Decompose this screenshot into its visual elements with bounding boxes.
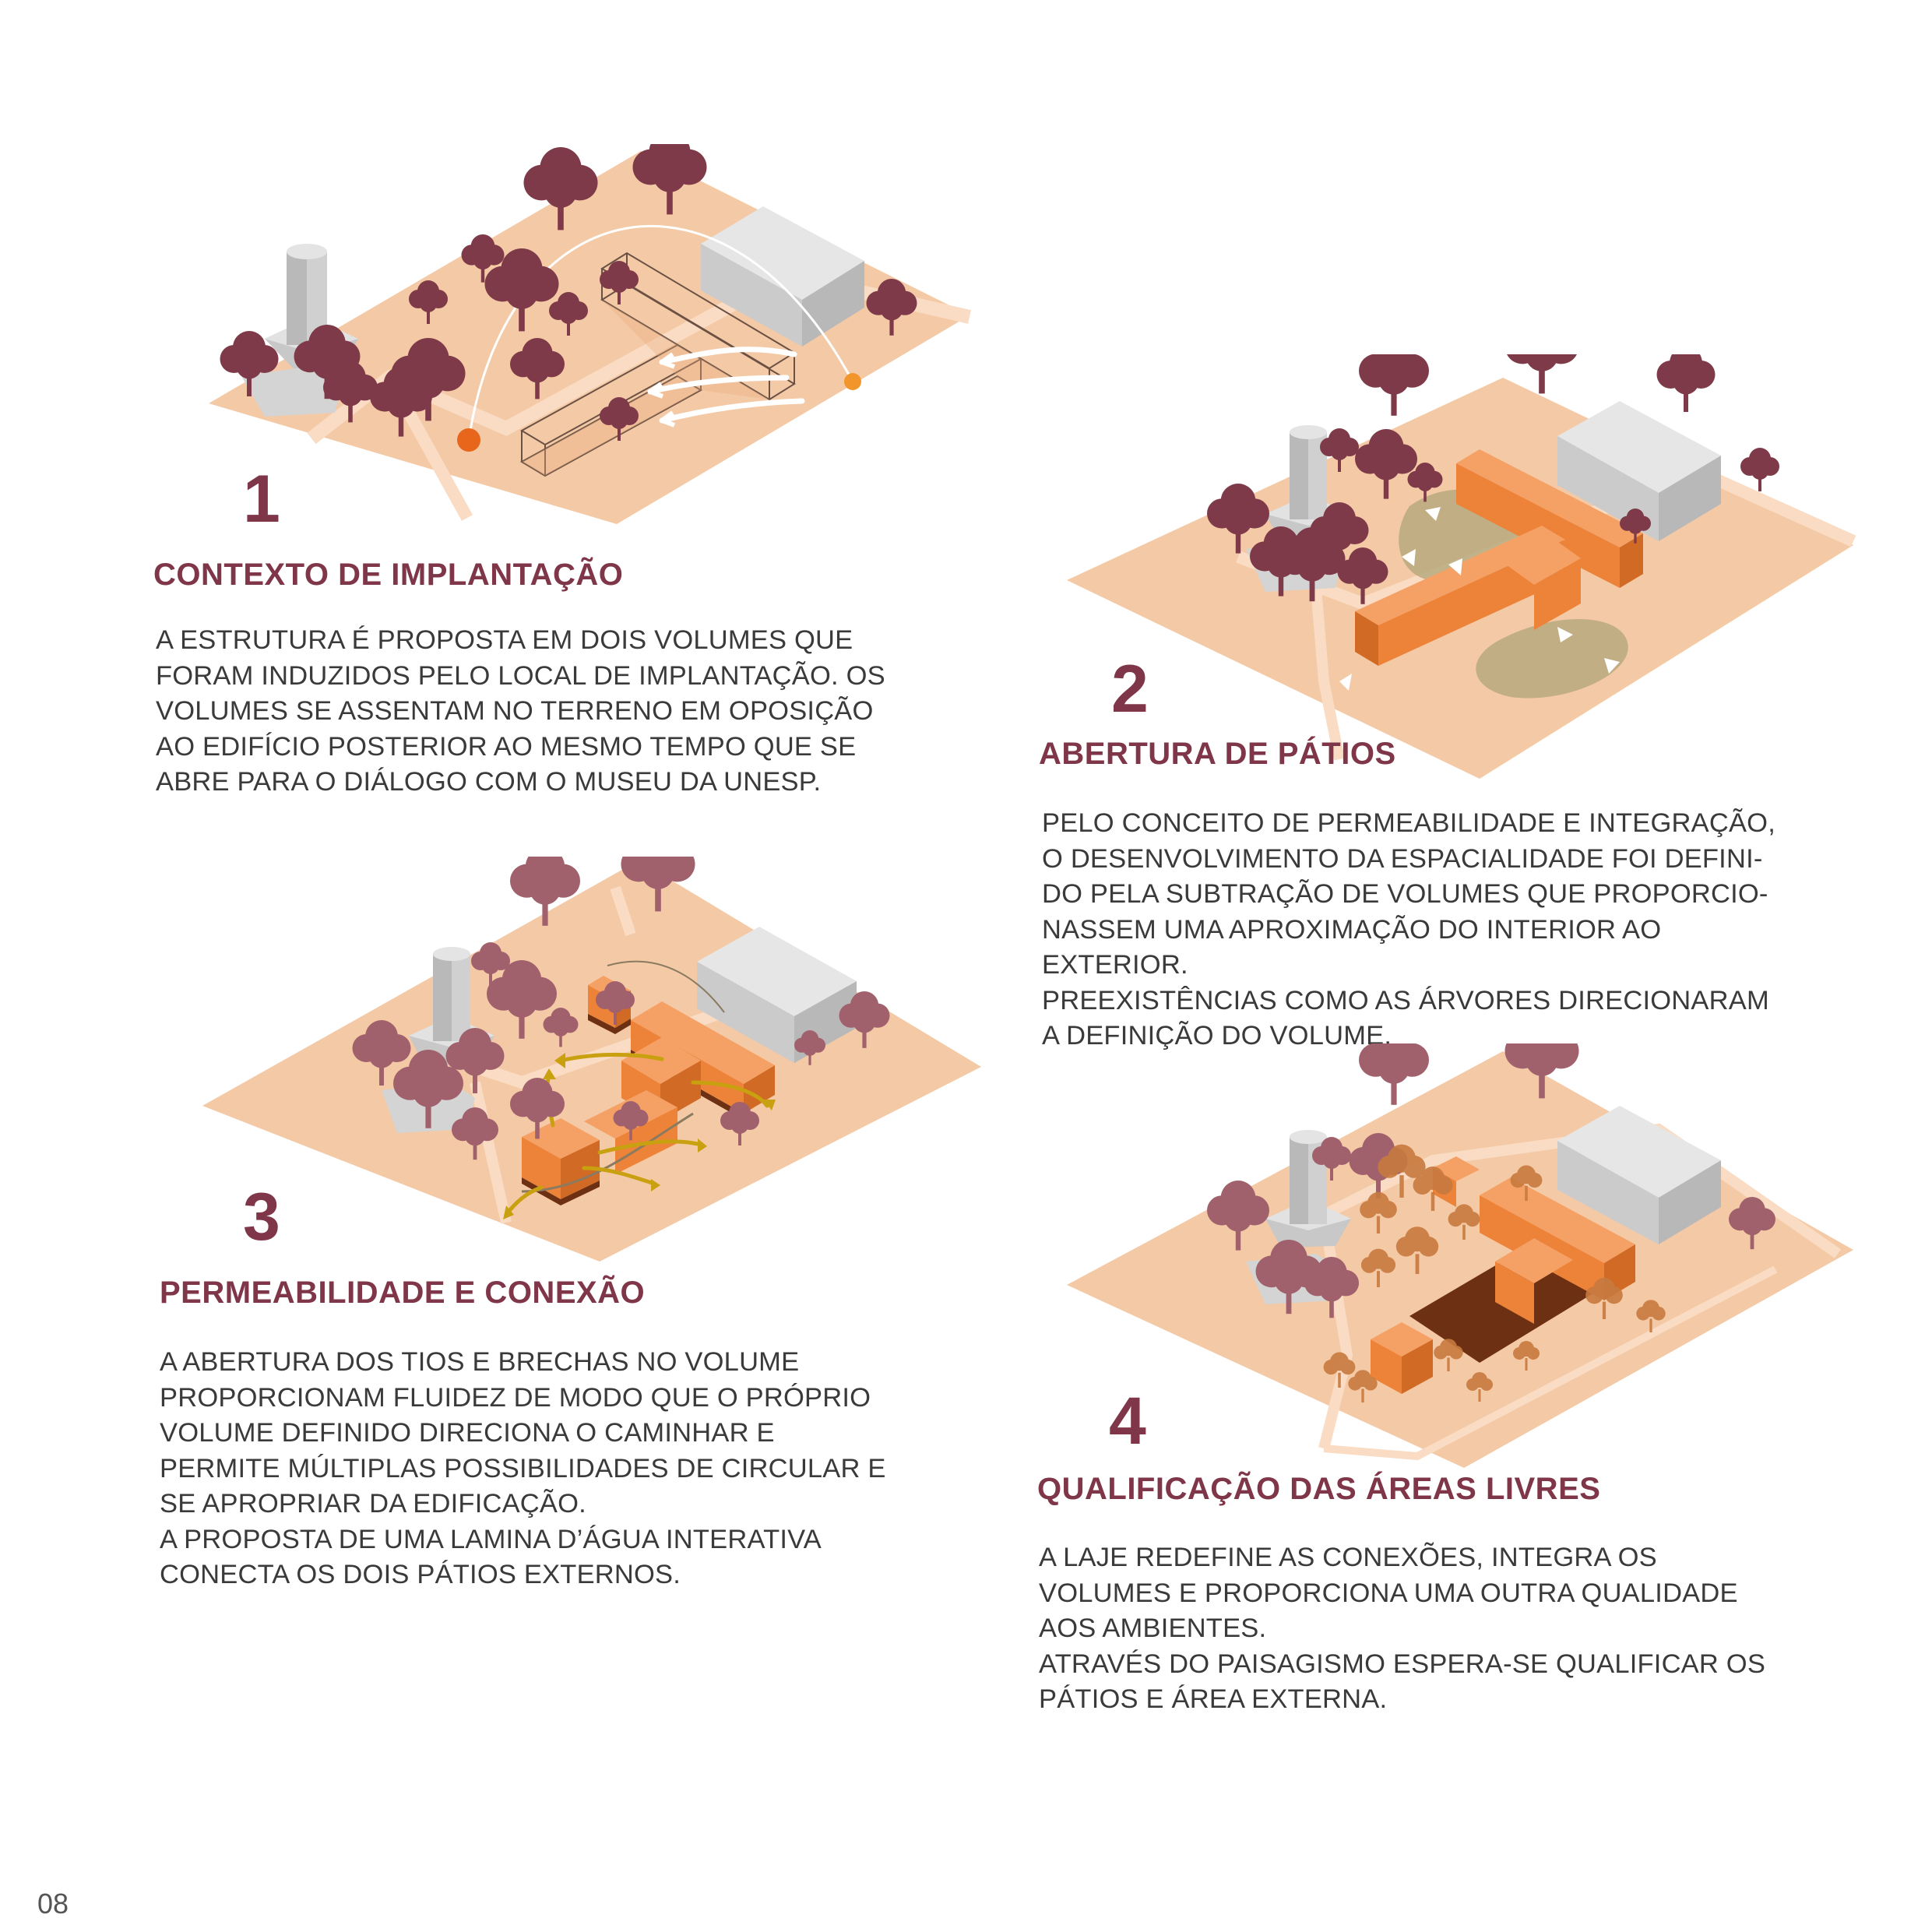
step-1-line: A ESTRUTURA É PROPOSTA EM DOIS VOLUMES Q… (156, 625, 853, 655)
step-4-line: PÁTIOS E ÁREA EXTERNA. (1039, 1684, 1388, 1714)
step-1-line: FORAM INDUZIDOS PELO LOCAL DE IMPLANTAÇÃ… (156, 660, 885, 691)
step-2-description: PELO CONCEITO DE PERMEABILIDADE E INTEGR… (1042, 806, 1775, 1054)
step-1-title: CONTEXTO DE IMPLANTAÇÃO (153, 558, 624, 592)
step-3-line: VOLUME DEFINIDO DIRECIONA O CAMINHAR E (160, 1418, 775, 1448)
step-3-line: PERMITE MÚLTIPLAS POSSIBILIDADES DE CIRC… (160, 1453, 886, 1483)
diagram-3-permeabilidade (202, 857, 981, 1262)
step-2-line: O DESENVOLVIMENTO DA ESPACIALIDADE FOI D… (1042, 843, 1763, 874)
marker-building (844, 373, 861, 390)
step-1-line: ABRE PARA O DIÁLOGO COM O MUSEU DA UNESP… (156, 767, 822, 797)
flow-arrows (647, 347, 805, 424)
step-3-line: PROPORCIONAM FLUIDEZ DE MODO QUE O PRÓPR… (160, 1382, 871, 1413)
diagram-4-areas-livres (1067, 1043, 1853, 1468)
step-4-title: QUALIFICAÇÃO DAS ÁREAS LIVRES (1037, 1472, 1601, 1506)
patio-2 (1476, 619, 1628, 699)
step-2-title: ABERTURA DE PÁTIOS (1039, 737, 1396, 771)
step-3-line: CONECTA OS DOIS PÁTIOS EXTERNOS. (160, 1560, 681, 1589)
diagram-1-contexto (209, 144, 972, 524)
visual-axis-arc (467, 224, 854, 441)
step-3-title: PERMEABILIDADE E CONEXÃO (160, 1276, 646, 1310)
step-2-number: 2 (1111, 652, 1149, 727)
step-4-line: ATRAVÉS DO PAISAGISMO ESPERA-SE QUALIFIC… (1039, 1649, 1766, 1679)
step-4-description: A LAJE REDEFINE AS CONEXÕES, INTEGRA OS … (1039, 1540, 1765, 1718)
existing-building (1557, 1106, 1721, 1244)
step-4-number: 4 (1109, 1384, 1146, 1459)
step-2-line: NASSEM UMA APROXIMAÇÃO DO INTERIOR AO (1042, 914, 1662, 945)
water-blade (521, 1112, 694, 1193)
step-4-line: AOS AMBIENTES. (1039, 1614, 1267, 1643)
step-2-line: PREEXISTÊNCIAS COMO AS ÁRVORES DIRECIONA… (1042, 985, 1769, 1015)
marker-museum (457, 428, 480, 452)
step-3-number: 3 (243, 1180, 280, 1255)
step-2-line: A DEFINIÇÃO DO VOLUME. (1042, 1021, 1392, 1050)
step-4-line: VOLUMES E PROPORCIONA UMA OUTRA QUALIDAD… (1039, 1578, 1738, 1608)
page-number: 08 (37, 1888, 69, 1920)
step-3-line: A ABERTURA DOS TIOS E BRECHAS NO VOLUME (160, 1347, 800, 1377)
proposed-volumes (1355, 449, 1643, 666)
diagram-2-patios (1067, 354, 1856, 779)
ground-plane (1067, 1051, 1853, 1468)
step-1-number: 1 (243, 462, 280, 537)
step-2-line: DO PELA SUBTRAÇÃO DE VOLUMES QUE PROPORC… (1042, 879, 1768, 909)
step-4-line: A LAJE REDEFINE AS CONEXÕES, INTEGRA OS (1039, 1543, 1657, 1572)
step-3-description: A ABERTURA DOS TIOS E BRECHAS NO VOLUME … (160, 1345, 886, 1593)
step-2-line: PELO CONCEITO DE PERMEABILIDADE E INTEGR… (1042, 808, 1775, 838)
step-3-line: SE APROPRIAR DA EDIFICAÇÃO. (160, 1489, 586, 1519)
proposed-volumes (1371, 1156, 1635, 1394)
step-1-description: A ESTRUTURA É PROPOSTA EM DOIS VOLUMES Q… (156, 623, 885, 801)
flow-arrows (1339, 507, 1620, 691)
annex-building (241, 366, 343, 417)
step-1-line: VOLUMES SE ASSENTAM NO TERRENO EM OPOSIÇ… (156, 696, 874, 726)
step-2-line: EXTERIOR. (1042, 950, 1188, 980)
step-3-line: A PROPOSTA DE UMA LAMINA D’ÁGUA INTERATI… (160, 1524, 822, 1554)
step-1-line: AO EDIFÍCIO POSTERIOR AO MESMO TEMPO QUE… (156, 731, 857, 762)
